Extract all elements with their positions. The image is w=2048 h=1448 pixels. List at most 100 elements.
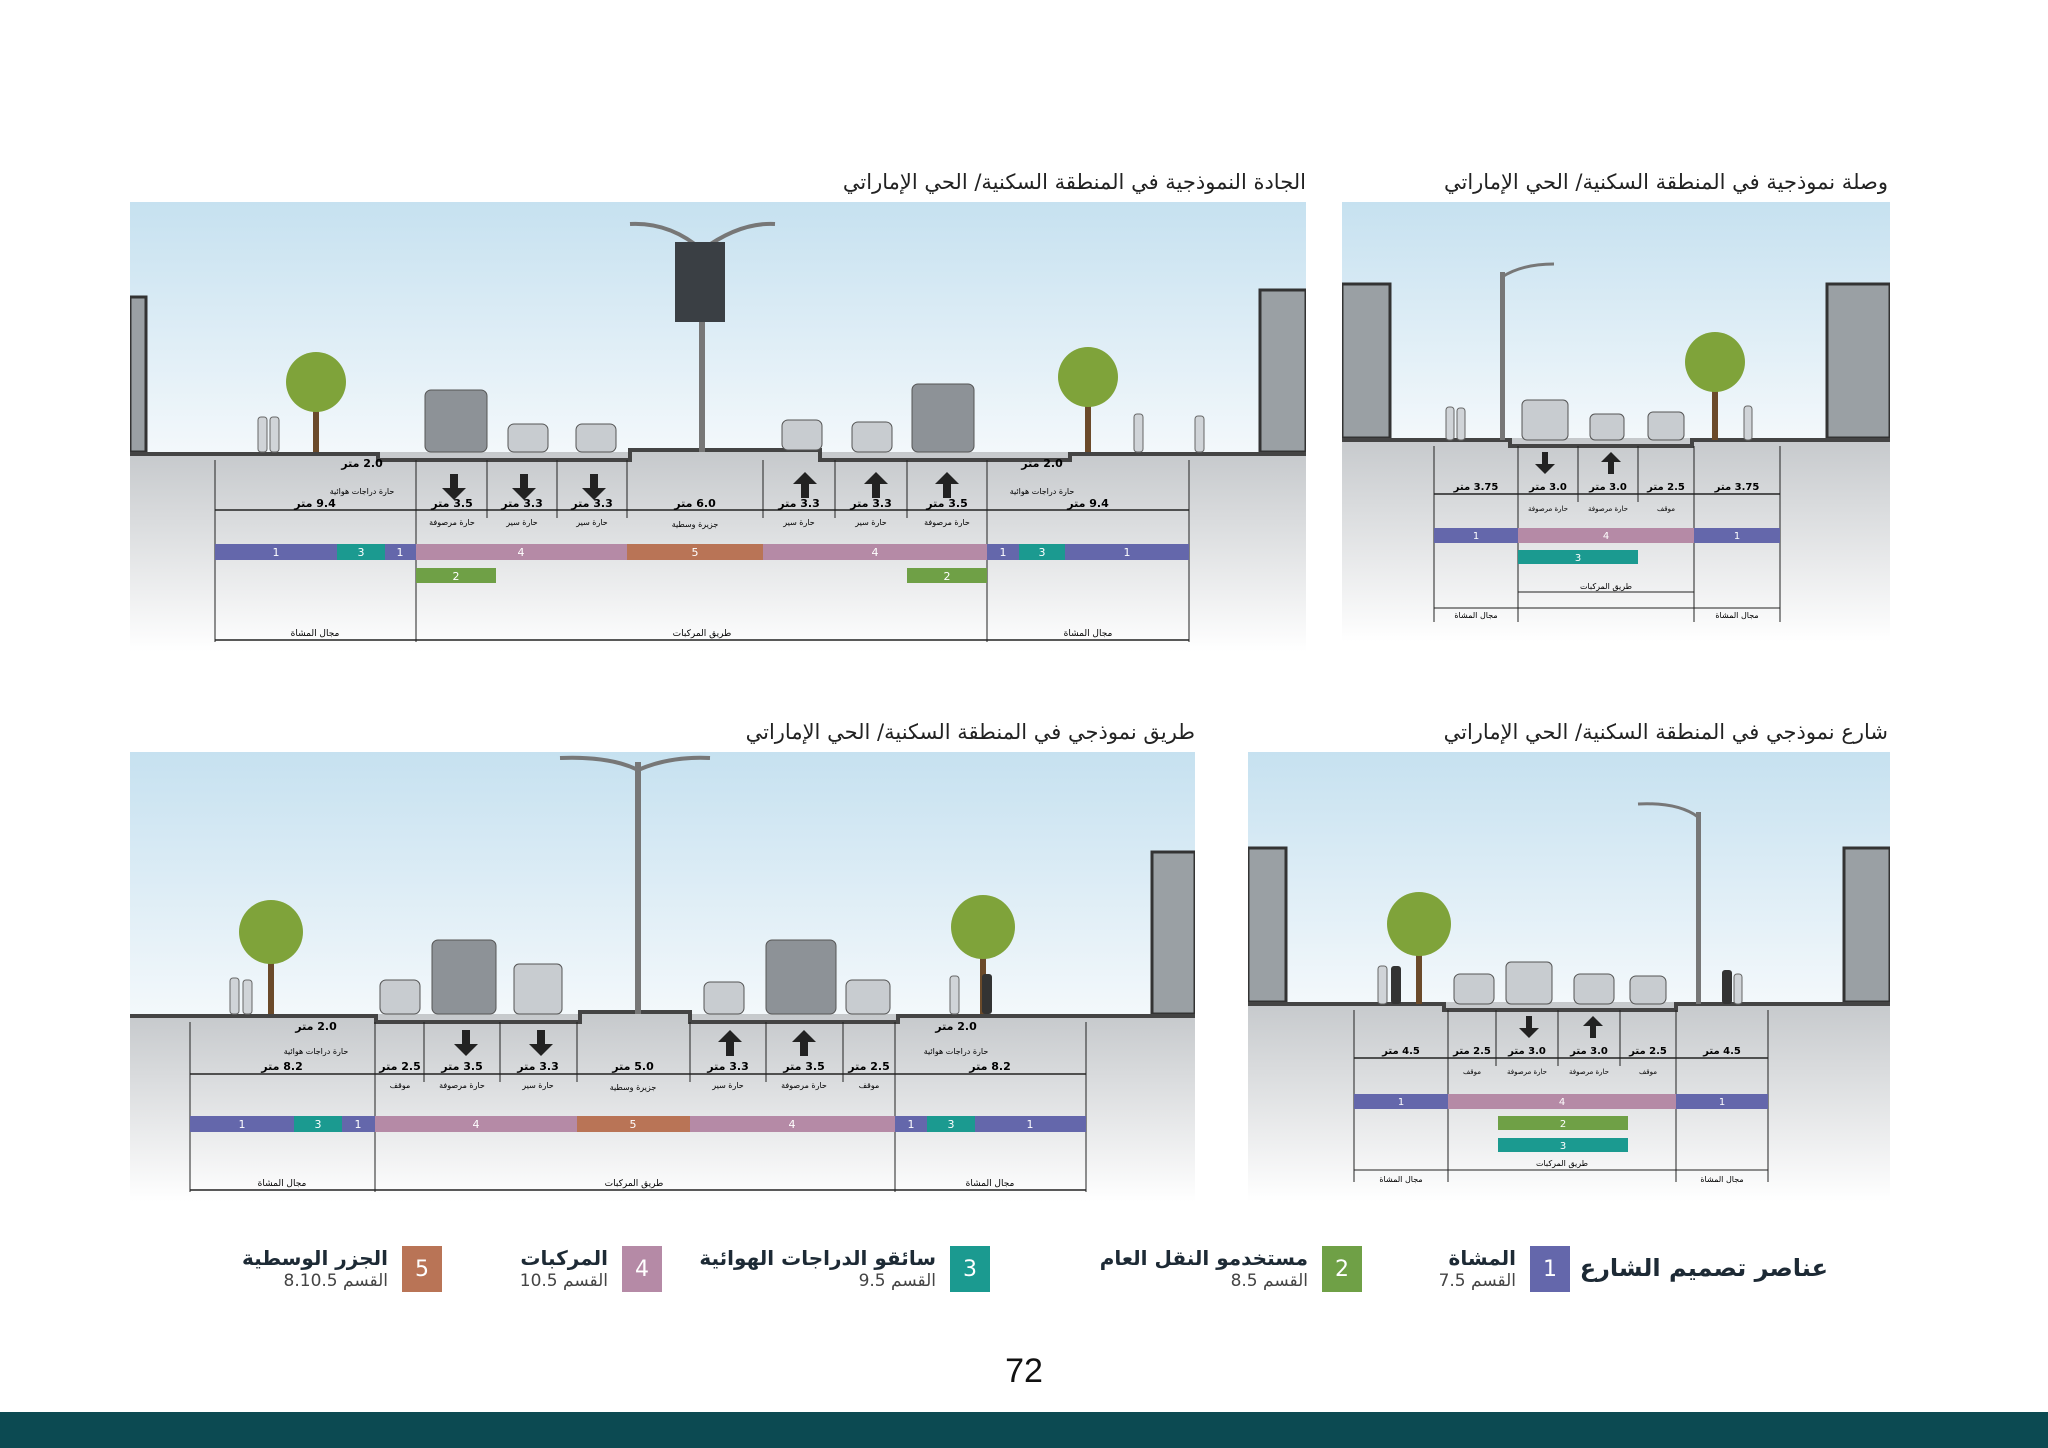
bike-width-left: 2.0 متر [340,457,383,470]
section-diagram: 2.0 متر حارة دراجات هوائية 2.0 متر حارة … [130,752,1195,1202]
band-code-2: 1 [1734,531,1740,542]
legend-swatch: 3 [950,1246,990,1292]
section-diagram: 3.75 متر 3.0 متر 3.0 متر 2.5 متر 3.75 مت… [1342,202,1890,642]
legend-section: القسم 7.5 [1438,1271,1516,1291]
zone-label-0: مجال المشاة [1454,611,1497,620]
legend-swatch: 4 [622,1246,662,1292]
dim-7: 2.5 متر [847,1060,889,1073]
bus-left [431,939,497,1015]
zone-label-2: مجال المشاة [1700,1175,1743,1184]
zone-label-2: مجال المشاة [966,1179,1015,1189]
zone-label-1: طريق المركبات [673,629,732,639]
pedestrian-icon [1445,405,1753,441]
dim-label-2: حارة سير [505,518,538,527]
footer-bar [0,1412,2048,1448]
dim-label-1: حارة مرصوفة [429,518,475,527]
truck [513,963,563,1015]
dim-4: 2.5 متر [1628,1046,1667,1057]
dim-label-3: موقف [1657,505,1675,513]
band-code-3: 4 [473,1118,480,1131]
transit-code-left: 2 [453,570,460,583]
dim-label-4: موقف [1639,1068,1657,1076]
dim-7: 3.5 متر [925,497,967,510]
panel-link: وصلة نموذجية في المنطقة السكنية/ الحي ال… [1342,170,1890,660]
dim-8: 9.4 متر [1066,497,1109,510]
band-code-7: 3 [1039,546,1046,559]
bike-label-left: حارة دراجات هوائية [330,487,395,496]
dim-label-5: حارة سير [782,518,815,527]
dim-label-4: جزيرة وسطية [610,1083,657,1092]
dim-label-1: موقف [1463,1068,1481,1076]
pedestrian-abaya-icon [982,974,992,1014]
dim-label-2: حارة مرصوفة [1588,505,1628,513]
dim-label-2: حارة مرصوفة [439,1081,485,1090]
panel-street: شارع نموذجي في المنطقة السكنية/ الحي الإ… [1248,720,1890,1210]
median-lamp-pole [699,242,705,452]
truck [1505,961,1553,1005]
dim-label-6: حارة مرصوفة [781,1081,827,1090]
dim-label-3: حارة سير [575,518,608,527]
zone-label-2: مجال المشاة [1715,611,1758,620]
legend-section: القسم 8.10.5 [283,1271,388,1291]
lamp-pole [1696,812,1701,1004]
dim-label-1: موقف [390,1081,411,1090]
band-code-2: 1 [355,1118,362,1131]
dim-4: 3.75 متر [1714,482,1760,493]
band-code-1: 3 [358,546,365,559]
dim-5: 4.5 متر [1702,1046,1741,1057]
band-code-8: 1 [1027,1118,1034,1131]
building-right [1258,288,1306,454]
direction-arrows [442,472,959,500]
band-code-0: 1 [273,546,280,559]
dim-label-7: حارة مرصوفة [924,518,970,527]
zone-label-1: طريق المركبات [1580,582,1632,591]
building-left [130,295,148,454]
dim-0: 8.2 متر [260,1060,302,1073]
panel-title: شارع نموذجي في المنطقة السكنية/ الحي الإ… [1443,720,1888,744]
legend-name: سائقو الدراجات الهوائية [699,1246,936,1270]
car-4 [851,421,893,453]
legend-section: القسم 9.5 [858,1271,936,1291]
band-code-1: 4 [1559,1097,1565,1108]
dim-0: 3.75 متر [1453,482,1499,493]
band-code-3: 4 [518,546,525,559]
car-3 [781,419,823,451]
dim-label-6: حارة سير [854,518,887,527]
band-code-6: 1 [908,1118,915,1131]
band-code-8: 1 [1124,546,1131,559]
tree-left [286,352,346,452]
band-code-4: 5 [630,1118,637,1131]
dim-6: 3.5 متر [782,1060,824,1073]
zone-label-1: طريق المركبات [1536,1159,1588,1168]
pedestrian-icon [1377,965,1743,1005]
car-2 [1573,973,1615,1005]
section-diagram: 2.0 متر حارة دراجات هوائية 2.0 متر حارة … [130,202,1306,652]
dim-3: 3.3 متر [570,497,612,510]
direction-arrows [1519,1016,1603,1038]
panel-title: وصلة نموذجية في المنطقة السكنية/ الحي ال… [1443,170,1888,194]
pedestrian-abaya-icon [1391,966,1732,1004]
bike-label-right: حارة دراجات هوائية [924,1047,989,1056]
bike-width-right: 2.0 متر [1020,457,1063,470]
panel-boulevard: الجادة النموذجية في المنطقة السكنية/ الح… [130,170,1306,660]
band-code-7: 3 [948,1118,955,1131]
car-1 [507,423,549,453]
car-1 [1453,973,1495,1005]
page-number: 72 [1005,1352,1043,1390]
direction-arrows [454,1030,816,1056]
dim-3: 3.3 متر [516,1060,558,1073]
dim-3: 3.0 متر [1569,1046,1608,1057]
section-diagram: 4.5 متر 2.5 متر 3.0 متر 3.0 متر 2.5 متر … [1248,752,1890,1202]
element-band [215,544,1189,583]
legend-swatch: 1 [1530,1246,1570,1292]
car-3 [1629,975,1667,1005]
car-2 [1647,411,1685,441]
tree [1685,332,1745,440]
band-code-2: 1 [1719,1097,1725,1108]
dim-2: 3.3 متر [500,497,542,510]
car-3 [845,979,891,1015]
band-code-2: 1 [397,546,404,559]
dim-label-3: حارة مرصوفة [1569,1068,1609,1076]
pedestrian-icon [229,975,960,1015]
car-2 [703,981,745,1015]
